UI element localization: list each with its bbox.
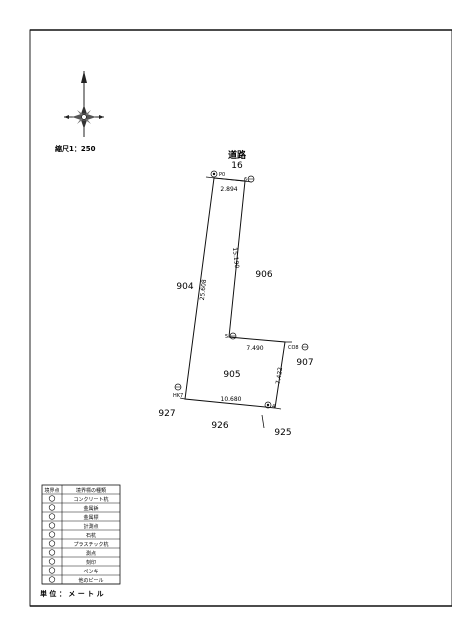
legend-symbol-icon [48,540,56,547]
dimension-inner-vertical: 15.190 [231,247,240,269]
legend-row-label: 石杭 [86,532,96,539]
point-label-co8: CO8 [288,345,299,351]
dimension-left-diagonal: 25.608 [199,279,208,301]
scale-label: 縮尺1：250 [55,144,96,153]
adjoining-line-926 [274,407,282,410]
legend-header-point: 境界点 [44,487,59,494]
legend-symbol-icon [48,549,56,556]
lot-907: 907 [296,358,313,368]
legend-row-label: 測点 [86,550,96,557]
point-marker-hk7 [174,383,182,391]
legend-row-label: 他のピール [78,577,103,584]
dimension-top: 2.894 [220,186,237,193]
legend-row-label: 計測点 [83,523,98,530]
point-marker-6 [247,175,255,183]
legend-row-label: ペンキ [83,569,98,575]
legend-row-label: プラスチック杭 [74,541,109,548]
point-label-5: 5 [225,334,228,340]
point-label-hk7: HK7 [173,393,183,399]
legend-symbol-icon [48,558,56,565]
lot-906: 906 [255,270,272,280]
point-label-6: 6 [244,177,247,183]
dimension-inner-horizontal: 7.490 [246,345,263,352]
legend-symbol-icon [48,513,56,520]
point-marker-5 [229,332,237,340]
road-number: 16 [231,161,243,171]
legend-symbol-icon [48,522,56,529]
lot-904: 904 [176,282,193,292]
adjoining-line-925 [261,414,265,429]
legend-symbol-icon [48,504,56,511]
point-marker-p0 [210,170,218,178]
adjoining-line-927 [179,397,186,400]
legend-header-type: 境界標の種類 [76,487,106,494]
units-label: 単 位 ： メ ー ト ル [40,589,104,598]
north-arrow-icon [64,71,104,137]
lot-925: 925 [274,428,291,438]
point-label-p0: P0 [219,172,225,178]
road-boundary-line [205,176,253,183]
point-marker-4 [264,401,272,409]
lot-926: 926 [211,421,228,431]
legend-symbol-icon [48,495,56,502]
point-marker-co8 [301,343,309,351]
dimension-right-vertical: 7.422 [275,367,284,385]
point-label-4: 4 [272,404,275,410]
legend-symbol-icon [48,567,56,574]
legend-symbol-icon [48,576,56,583]
lot-905: 905 [223,370,240,380]
dimension-bottom: 10.680 [221,396,242,403]
legend-row-label: 金属標 [83,514,98,521]
legend-row-label: 金属鋲 [83,505,98,512]
legend-row-label: コンクリート杭 [73,496,108,503]
legend-symbol-icon [48,531,56,538]
legend-row-label: 刻印 [86,559,96,566]
legend-table: 境界点 境界標の種類 コンクリート杭金属鋲金属標計測点石杭プラスチック杭測点刻印… [41,484,121,585]
lot-927: 927 [158,409,175,419]
road-label: 道路 [228,149,247,161]
